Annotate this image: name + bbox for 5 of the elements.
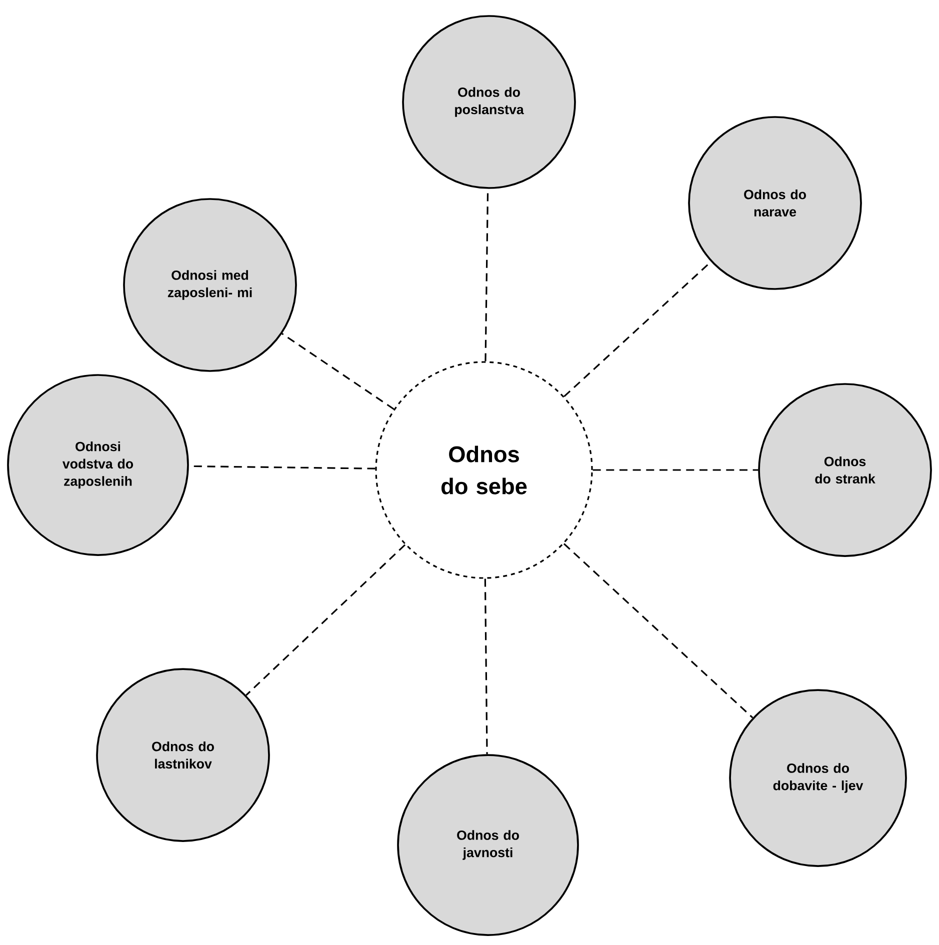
connector-line <box>563 543 754 718</box>
connector-line <box>282 332 394 410</box>
connector-line <box>592 469 758 471</box>
connector-line <box>484 578 488 754</box>
connector-line <box>246 544 406 696</box>
